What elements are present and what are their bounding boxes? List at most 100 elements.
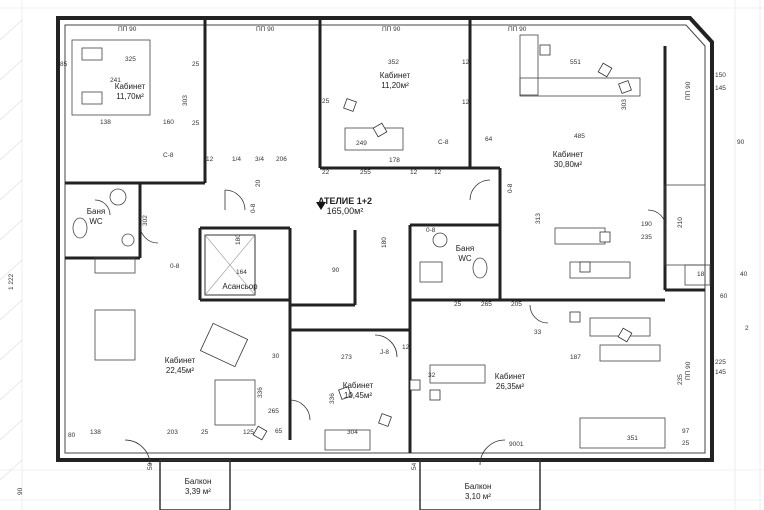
window-tag: ПП 90 <box>118 26 137 33</box>
dimension-label: 265 <box>268 408 279 415</box>
dimension-label: 25 <box>192 61 200 68</box>
dimension-label: 138 <box>90 429 101 436</box>
dimension-label: 325 <box>125 56 136 63</box>
dimension-label: 180 <box>381 237 388 248</box>
dimension-label: 25 <box>454 301 462 308</box>
dimension-label: 265 <box>481 301 492 308</box>
dimension-label: 32 <box>428 372 436 379</box>
dimension-label: 25 <box>682 440 690 447</box>
door-tag: 0-8 <box>507 183 514 193</box>
room-elevator: Асансьор <box>222 282 258 291</box>
dimension-label: 352 <box>388 59 399 66</box>
dimension-label: 1 222 <box>8 273 15 290</box>
balconies <box>159 459 541 510</box>
door-tag: С-8 <box>438 139 449 146</box>
outer-walls <box>56 16 714 462</box>
dimension-label: 25 <box>201 429 209 436</box>
dimension-label: 20 <box>255 179 262 187</box>
dimension-label: 485 <box>574 133 585 140</box>
dimension-label: 138 <box>100 119 111 126</box>
dimension-label: 336 <box>257 387 264 398</box>
dimension-label: 203 <box>167 429 178 436</box>
window-tag: ПП 90 <box>508 26 527 33</box>
dimension-label: 150 <box>715 72 726 79</box>
chairs <box>199 44 633 441</box>
dimension-label: 1/4 <box>232 156 242 163</box>
dimension-label: 210 <box>677 217 684 228</box>
window-tag: ПП 90 <box>256 26 275 33</box>
left-hatching <box>0 19 23 481</box>
window-tag: ПП 90 <box>685 81 692 100</box>
dimension-label: 145 <box>715 85 726 92</box>
dimension-label: 178 <box>389 157 400 164</box>
dimension-label: 54 <box>411 462 418 470</box>
dimension-label: 97 <box>682 428 690 435</box>
dimension-label: 551 <box>570 59 581 66</box>
dimension-label: 205 <box>511 301 522 308</box>
dimension-label: 25 <box>322 98 330 105</box>
dimension-label: 18 <box>697 271 705 278</box>
right-structure <box>664 184 711 286</box>
dimension-label: 235 <box>677 374 684 385</box>
dimension-label: 249 <box>356 140 367 147</box>
dimension-label: 12 <box>402 344 410 351</box>
dimension-label: 90 <box>332 267 340 274</box>
dimension-label: 160 <box>163 119 174 126</box>
dimension-label: 235 <box>641 234 652 241</box>
dimension-label: 12 <box>206 156 214 163</box>
dimension-label: 22 <box>322 169 330 176</box>
dimension-label: 12 <box>434 169 442 176</box>
dimension-label: 255 <box>360 169 371 176</box>
door-tag: 0-8 <box>426 227 436 234</box>
furniture <box>71 34 666 451</box>
dimension-label: 90 <box>737 139 745 146</box>
dimension-label: 241 <box>110 77 121 84</box>
window-tag: ПП 90 <box>382 26 401 33</box>
title-text: АТЕЛИЕ 1+2 <box>317 196 373 206</box>
dimension-label: 25 <box>192 120 200 127</box>
dimension-label: 180 <box>235 234 242 245</box>
dimension-label: 190 <box>641 221 652 228</box>
project-title: АТЕЛИЕ 1+2 165,00м² <box>318 197 372 216</box>
dimension-label: 12 <box>462 59 470 66</box>
entrance-arrow <box>316 202 326 210</box>
door-tag: 9001 <box>509 441 524 448</box>
dimension-label: 164 <box>236 269 247 276</box>
total-area: 165,00м² <box>326 206 364 216</box>
door-swings <box>94 179 667 466</box>
dimension-label: 187 <box>570 354 581 361</box>
dimension-label: 3/4 <box>255 156 265 163</box>
bath-fixtures <box>72 188 488 283</box>
dimension-label: 90 <box>17 487 24 495</box>
dimension-label: 50 <box>147 462 154 470</box>
dimension-label: 65 <box>275 428 283 435</box>
dimension-label: 64 <box>485 136 493 143</box>
dimension-label: 60 <box>720 293 728 300</box>
dimension-label: 303 <box>621 99 628 110</box>
dimension-label: 336 <box>329 393 336 404</box>
dimension-label: 2 <box>745 325 749 332</box>
dimension-label: 304 <box>347 429 358 436</box>
dimension-label: 80 <box>68 432 76 439</box>
door-tag: 0-8 <box>170 263 180 270</box>
dimension-label: 206 <box>276 156 287 163</box>
dimension-label: 125 <box>243 429 254 436</box>
dimension-label: 85 <box>60 61 68 68</box>
dimension-label: 273 <box>341 354 352 361</box>
dimension-label: 145 <box>715 369 726 376</box>
dimension-label: 302 <box>142 215 149 226</box>
dimension-label: 225 <box>715 359 726 366</box>
dimension-label: 33 <box>534 329 542 336</box>
elevator-shaft <box>204 234 256 296</box>
dimension-label: 303 <box>182 95 189 106</box>
